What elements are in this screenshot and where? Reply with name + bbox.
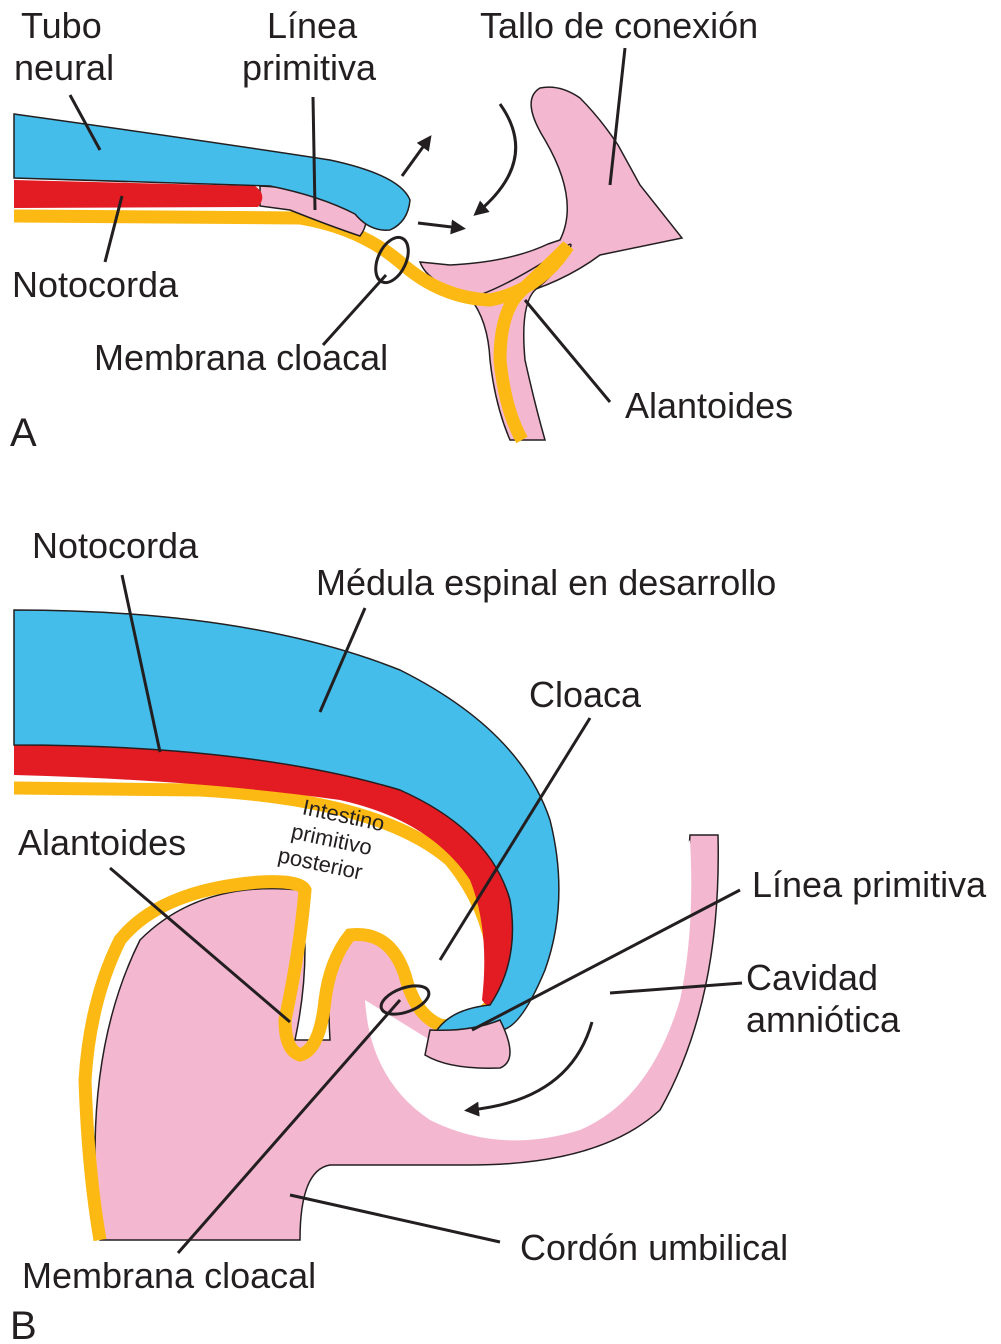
label-primitive-streak-line1: Línea — [267, 5, 358, 46]
label-allantois-b: Alantoides — [18, 822, 186, 863]
label-cloaca: Cloaca — [529, 674, 642, 715]
label-cloacal-membrane-b: Membrana cloacal — [22, 1255, 316, 1296]
label-umbilical-cord: Cordón umbilical — [520, 1227, 788, 1268]
folding-arrow-up — [402, 140, 428, 176]
label-primitive-streak-b: Línea primitiva — [752, 864, 987, 905]
panel-a: Tubo neural Línea primitiva Tallo de con… — [10, 5, 793, 455]
panel-b: Notocorda Médula espinal en desarrollo C… — [10, 525, 987, 1344]
label-neural-tube-line1: Tubo — [21, 5, 102, 46]
label-amniotic-cavity-line2: amniótica — [746, 999, 901, 1040]
leader-umbilical-cord — [290, 1195, 500, 1242]
folding-arrow-right — [418, 223, 460, 228]
label-amniotic-cavity-line1: Cavidad — [746, 957, 878, 998]
leader-cloacal-membrane — [323, 275, 386, 345]
label-allantois-a: Alantoides — [625, 385, 793, 426]
label-connecting-stalk: Tallo de conexión — [480, 5, 758, 46]
label-spinal-cord: Médula espinal en desarrollo — [316, 562, 776, 603]
label-cloacal-membrane-a: Membrana cloacal — [94, 337, 388, 378]
leader-allantois — [525, 300, 610, 402]
label-notochord-b: Notocorda — [32, 525, 199, 566]
panel-letter-b: B — [10, 1304, 37, 1344]
folding-arrow-curve — [478, 104, 516, 212]
label-neural-tube-line2: neural — [14, 47, 114, 88]
leader-primitive-streak — [313, 97, 315, 210]
panel-letter-a: A — [10, 411, 37, 455]
label-notochord-a: Notocorda — [12, 264, 179, 305]
label-primitive-streak-line2: primitiva — [242, 47, 377, 88]
